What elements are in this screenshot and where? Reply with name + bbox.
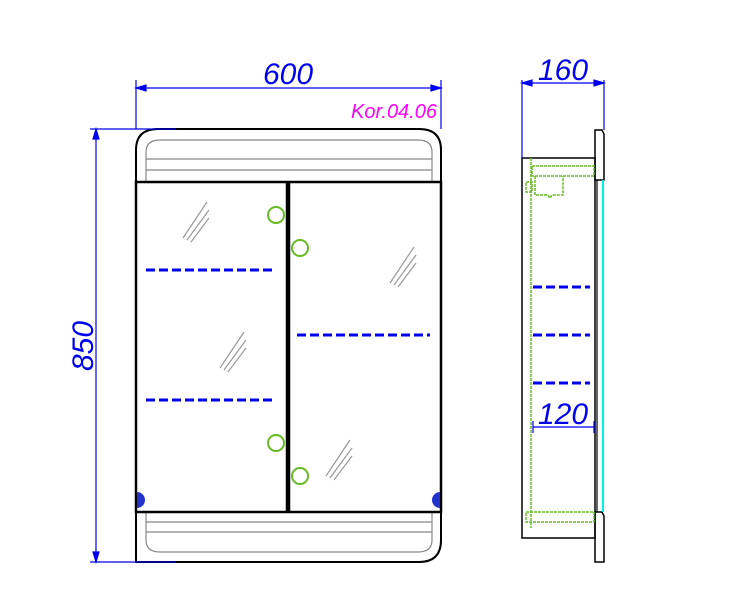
side-body [521,157,596,539]
hinges [267,206,309,485]
mirror-glare-icon [389,246,417,288]
hinge-icon [267,434,285,452]
mirror-glare-icon [182,201,210,243]
height-dimension [90,126,176,565]
mirror-glare-icon [325,439,353,481]
side-shelves [533,285,590,385]
depth-dimension [519,79,607,158]
shelves [146,268,430,402]
depth-label: 160 [538,54,588,87]
front-top-panel [594,129,605,181]
mirror-glare-icons [182,201,417,481]
right-door [287,180,443,514]
mirror-glare-icon [219,331,247,373]
hinge-icon [291,239,309,257]
inner-depth-label: 120 [538,398,588,431]
top-light-panel [145,139,433,182]
side-view: 160 120 [519,54,607,563]
width-label: 600 [263,58,313,91]
foot-icon [137,492,145,508]
inner-depth-dimension [532,421,595,433]
hinge-icon [291,467,309,485]
front-bottom-panel [594,511,605,563]
left-door [134,180,289,514]
cabinet-outline [135,128,442,563]
front-view: 600 Kor.04.06 850 [67,58,444,565]
height-label: 850 [67,321,100,371]
bottom-light-panel [145,512,433,553]
hinge-icon [267,206,285,224]
feet [137,492,440,508]
model-label: Kor.04.06 [351,101,438,123]
foot-icon [432,492,440,508]
inner-frame [525,158,595,528]
width-dimension [133,80,444,129]
